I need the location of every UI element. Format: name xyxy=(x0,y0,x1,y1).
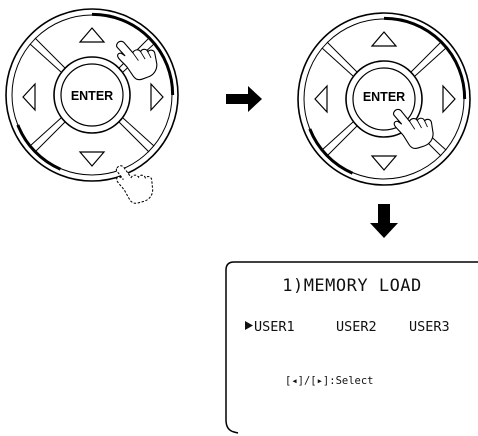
enter-button[interactable]: ENTER xyxy=(363,90,405,104)
left-pad-rim-right xyxy=(91,12,175,96)
select-hint: [◂]/[▸]:Select xyxy=(285,375,374,387)
display-title: 1)MEMORY LOAD xyxy=(282,276,422,296)
option-user1[interactable]: USER1 xyxy=(254,319,295,335)
left-pad-rim-lower-left xyxy=(16,124,62,171)
enter-button[interactable]: ENTER xyxy=(71,89,113,103)
dashed-hand-icon xyxy=(115,165,154,204)
right-direction-pad: ENTER xyxy=(297,12,471,186)
option-user3[interactable]: USER3 xyxy=(409,319,450,335)
enter-label: ENTER xyxy=(71,89,113,103)
right-pad-rim-lower-left xyxy=(308,128,354,175)
enter-label: ENTER xyxy=(363,90,405,104)
left-direction-pad: ENTER xyxy=(5,8,179,182)
right-arrow-icon xyxy=(226,86,262,112)
display-panel: 1)MEMORY LOAD USER1 USER2 USER3 [◂]/[▸]:… xyxy=(225,261,478,434)
option-user2[interactable]: USER2 xyxy=(336,319,377,335)
down-arrow-icon xyxy=(370,204,398,238)
triangle-cursor-icon xyxy=(245,321,253,330)
right-pad-rim-right xyxy=(383,16,467,100)
